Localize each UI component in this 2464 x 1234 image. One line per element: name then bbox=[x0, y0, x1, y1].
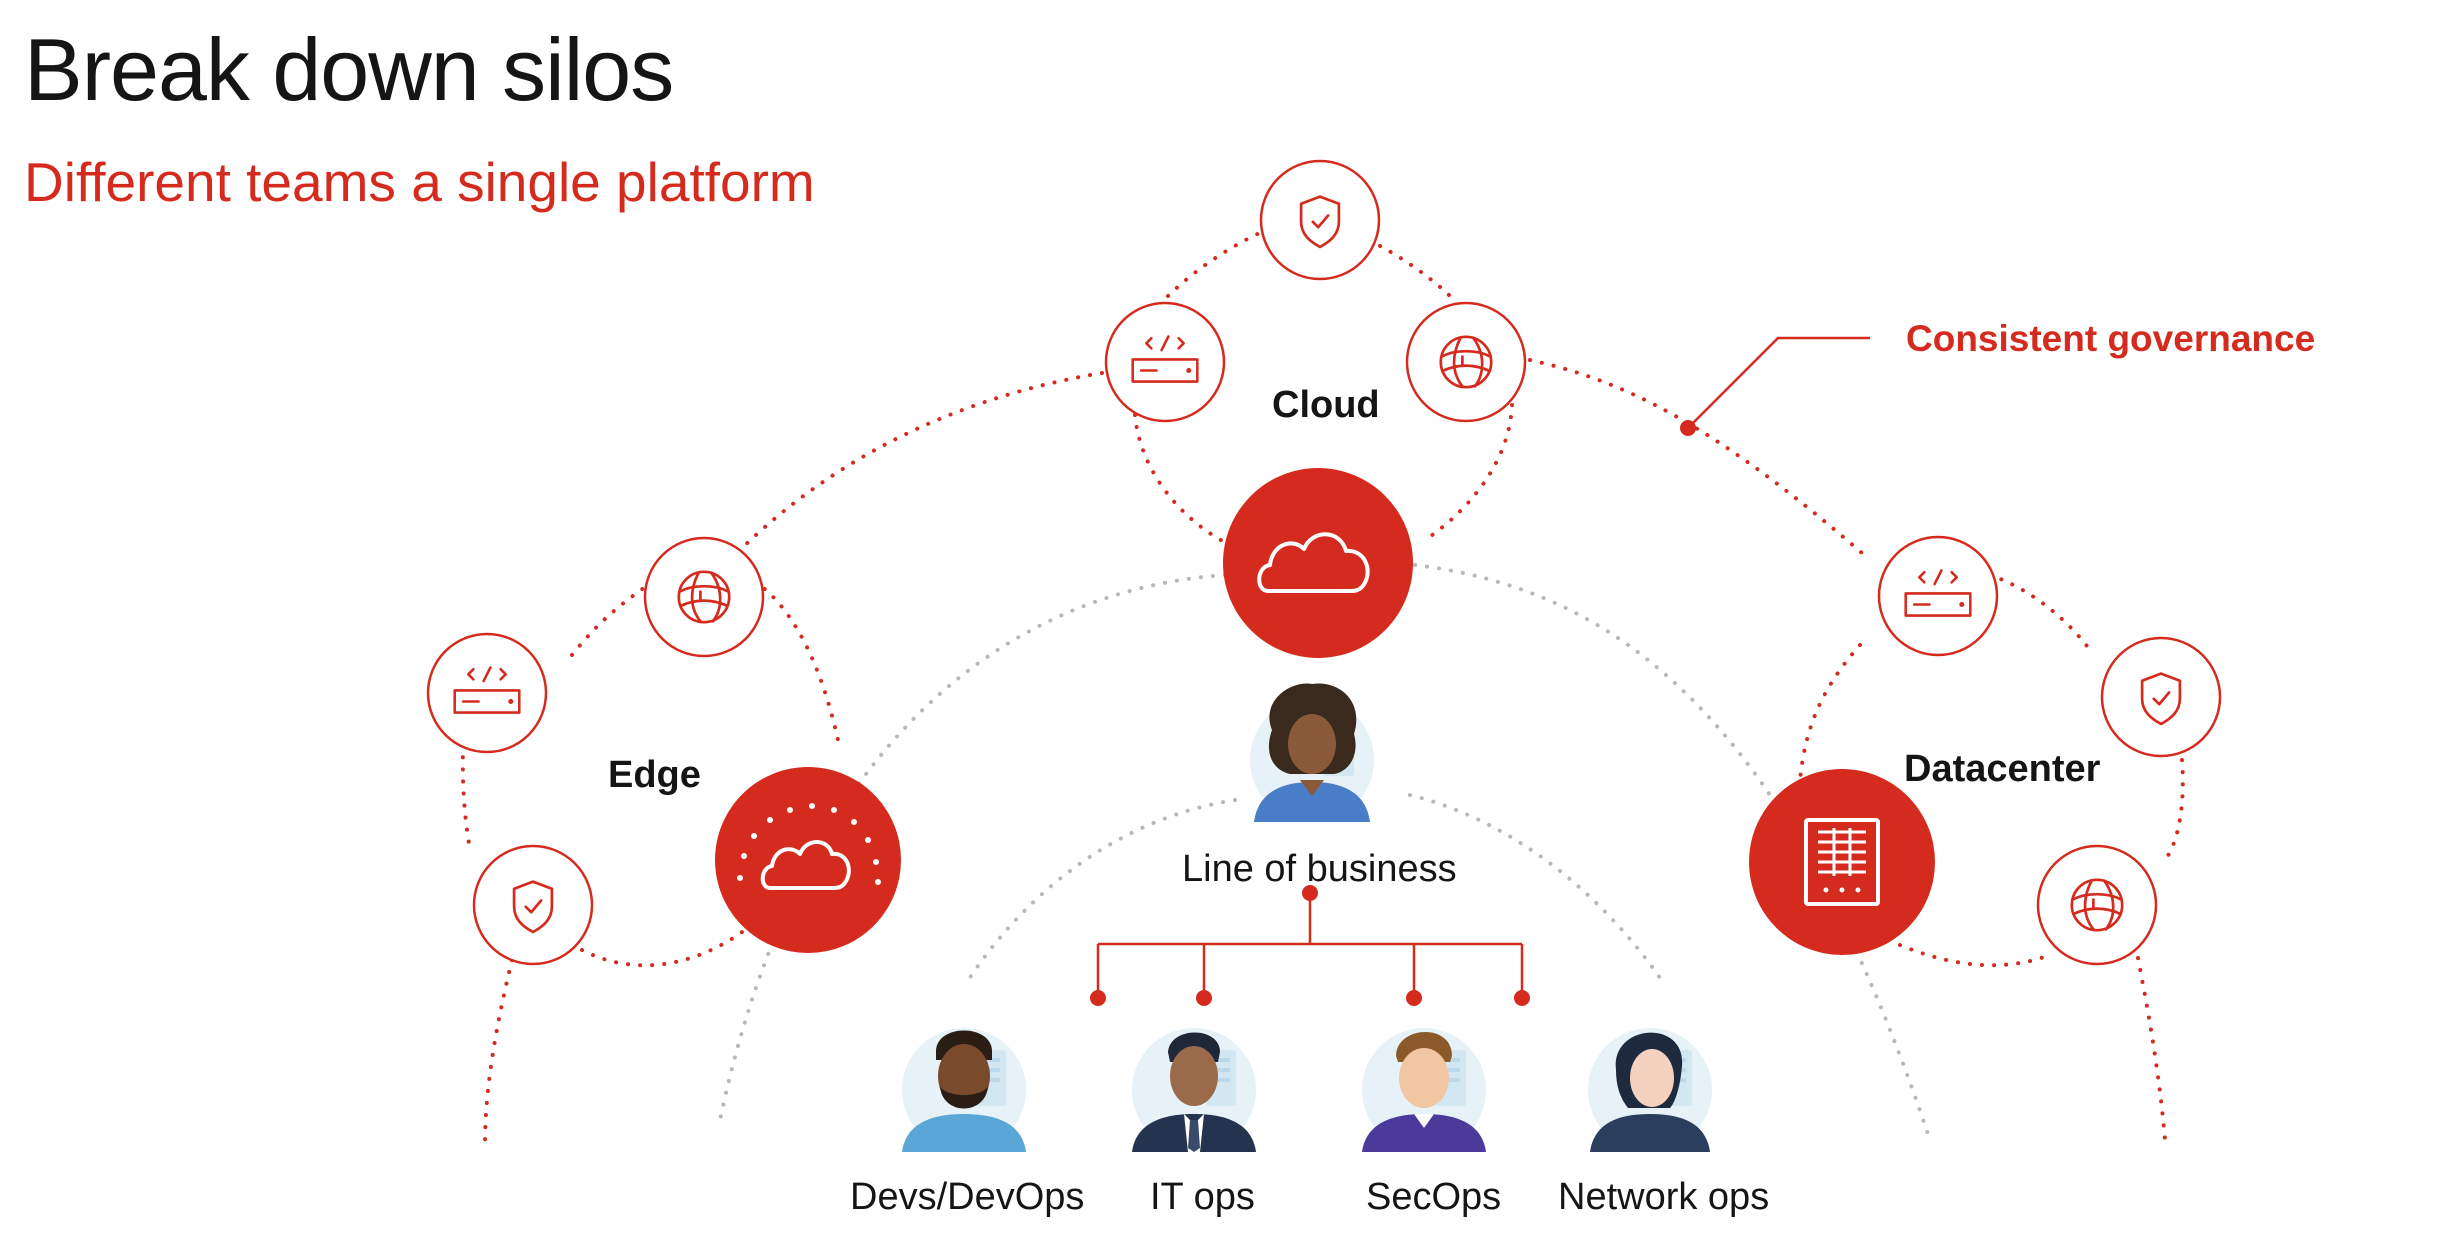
governance-callout-line bbox=[1680, 336, 1870, 436]
satellite-code-left bbox=[426, 632, 548, 754]
hub-edge bbox=[715, 767, 901, 953]
satellite-shield-top bbox=[1259, 159, 1381, 281]
avatar-secops bbox=[1362, 1028, 1486, 1152]
satellite-shield-right bbox=[2100, 636, 2222, 758]
satellite-globe-right bbox=[2036, 844, 2158, 966]
satellite-globe-left bbox=[643, 536, 765, 658]
hub-cloud bbox=[1223, 468, 1413, 658]
edge-cloud-icon bbox=[737, 803, 881, 890]
satellite-code-top bbox=[1104, 301, 1226, 423]
avatar-it-ops bbox=[1132, 1028, 1256, 1152]
governance-label: Consistent governance bbox=[1906, 318, 2316, 359]
satellite-globe-top bbox=[1405, 301, 1527, 423]
team-label-network-ops: Network ops bbox=[1558, 1176, 1770, 1218]
hub-label-cloud: Cloud bbox=[1272, 384, 1380, 426]
hub-datacenter bbox=[1749, 769, 1935, 955]
hierarchy-arcs bbox=[718, 563, 1932, 1142]
satellite-shield-left bbox=[472, 844, 594, 966]
governance-network bbox=[460, 223, 2185, 1147]
hub-label-edge: Edge bbox=[608, 754, 701, 796]
page-title: Break down silos bbox=[24, 20, 674, 119]
team-label-secops: SecOps bbox=[1366, 1176, 1502, 1218]
server-rack-icon bbox=[1804, 818, 1880, 906]
role-label-line-of-business: Line of business bbox=[1182, 848, 1457, 890]
team-label-it-ops: IT ops bbox=[1150, 1176, 1255, 1218]
satellite-code-right bbox=[1877, 535, 1999, 657]
org-tree-connector bbox=[1090, 885, 1530, 1006]
page-subtitle: Different teams a single platform bbox=[24, 151, 815, 213]
avatar-devs-devops bbox=[902, 1028, 1026, 1152]
cloud-icon bbox=[1257, 532, 1370, 593]
team-label-devs-devops: Devs/DevOps bbox=[850, 1176, 1085, 1218]
avatar-network-ops bbox=[1588, 1028, 1712, 1152]
avatar-line-of-business bbox=[1250, 683, 1374, 822]
hub-label-datacenter: Datacenter bbox=[1904, 748, 2101, 790]
